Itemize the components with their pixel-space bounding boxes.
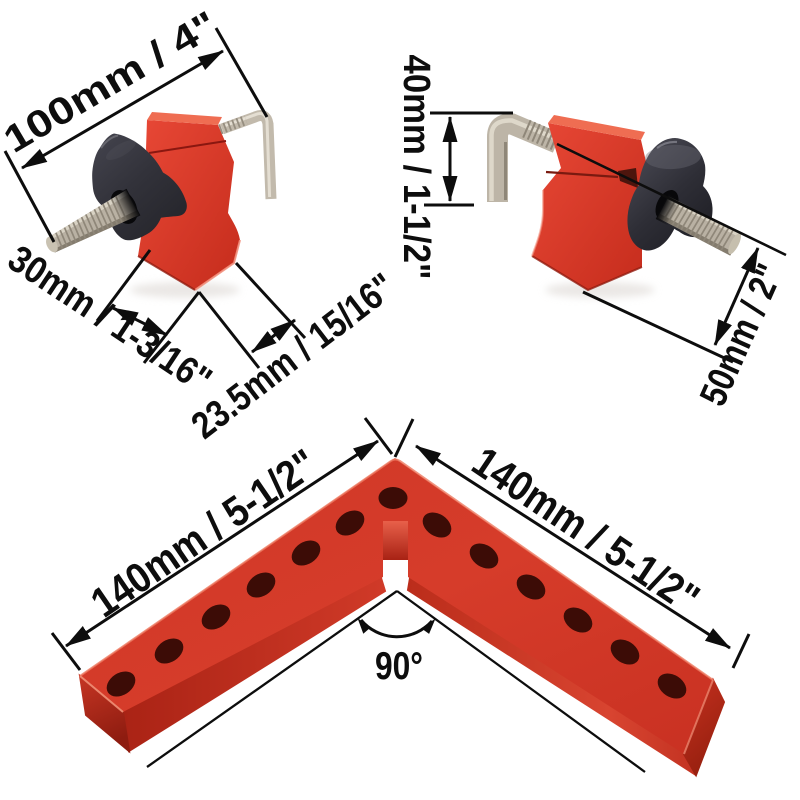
- svg-text:40mm / 1-1/2": 40mm / 1-1/2": [395, 55, 437, 280]
- svg-text:90°: 90°: [375, 645, 423, 688]
